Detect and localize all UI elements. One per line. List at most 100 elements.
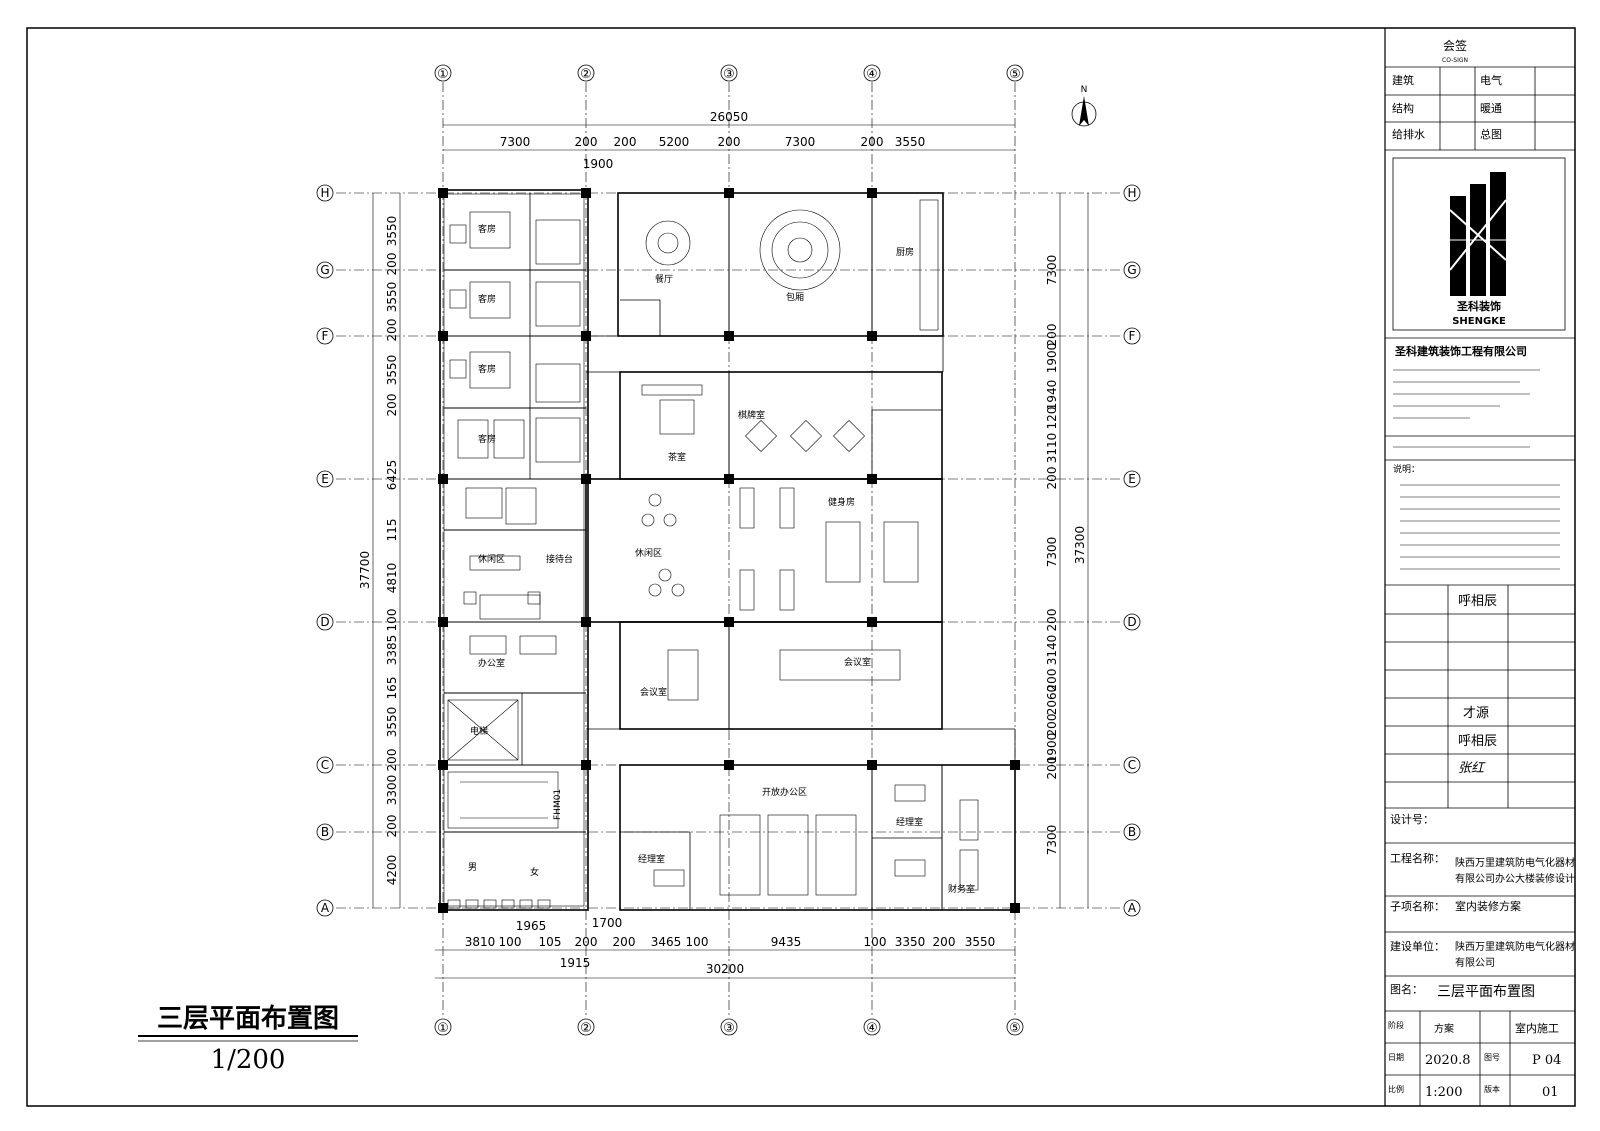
tb-notes-head: 说明： — [1393, 463, 1420, 475]
top-dimensions: 26050 7300 200 200 5200 200 7300 200 355… — [443, 110, 1015, 171]
tb-date-label: 日期 — [1388, 1053, 1404, 1062]
room-label-reception: 接待台 — [546, 553, 573, 565]
tb-scale-label: 比例 — [1388, 1084, 1404, 1094]
dim-bot-2: 100 — [499, 935, 522, 949]
dim-bot-8: 9435 — [771, 935, 802, 949]
axis-col-1-top: ① — [437, 67, 449, 82]
dim-right-9: 200 — [1045, 609, 1059, 632]
room-label-kitchen: 厨房 — [896, 246, 914, 258]
tb-row1-r: 电气 — [1480, 73, 1502, 87]
tb-project-label: 工程名称： — [1390, 851, 1445, 865]
tb-header: 会签 — [1443, 38, 1467, 53]
right-dimensions: 37300 7300 200 1900 1940 120 3110 200 73… — [1045, 193, 1089, 908]
room-label-office1: 办公室 — [478, 657, 505, 669]
axis-col-2-top: ② — [580, 67, 592, 82]
left-dimensions: 37700 3550 200 3550 200 3550 200 6425 11… — [358, 193, 401, 908]
room-label-manager2: 经理室 — [896, 816, 923, 828]
dim-left-8: 115 — [385, 519, 399, 542]
dim-left-5: 3550 — [385, 355, 399, 386]
svg-text:N: N — [1081, 85, 1088, 95]
axis-bubbles-left: H G F E D C B A — [316, 184, 334, 917]
dim-right-14: 1900 — [1045, 733, 1059, 764]
axis-row-h-right: H — [1127, 186, 1136, 200]
dim-bot-sub-c: 1915 — [560, 956, 591, 970]
tb-version-value: 01 — [1542, 1085, 1559, 1100]
room-label-chess: 棋牌室 — [738, 409, 765, 421]
dim-left-9: 4810 — [385, 563, 399, 594]
room-label-meeting-small: 会议室 — [640, 686, 667, 698]
dim-left-16: 200 — [385, 815, 399, 838]
furniture — [447, 199, 979, 909]
axis-row-e-right: E — [1128, 472, 1136, 486]
dim-left-3: 3550 — [385, 282, 399, 313]
room-label-gym: 健身房 — [828, 496, 855, 508]
dim-right-3: 1900 — [1045, 343, 1059, 374]
room-label-r4: 客房 — [478, 433, 496, 445]
outer-frame — [26, 27, 1576, 1107]
dim-bot-5: 200 — [613, 935, 636, 949]
room-label-vip: 包厢 — [786, 291, 804, 303]
tb-client-label: 建设单位： — [1390, 939, 1445, 953]
dim-bot-sub-b: 1700 — [592, 916, 623, 930]
dim-right-16: 7300 — [1045, 825, 1059, 856]
grid-lines — [336, 82, 1120, 1015]
titleblock-info: 圣科建筑装饰工程有限公司 说明： 呼相辰 才源 呼相辰 张红 设计号： 工程名称… — [1388, 344, 1575, 1100]
axis-col-3-bottom: ③ — [723, 1021, 735, 1036]
dim-right-total: 37300 — [1073, 526, 1087, 564]
tb-row2-l: 结构 — [1392, 101, 1414, 115]
bottom-dimensions: 3810 100 105 200 200 3465 100 9435 100 3… — [435, 916, 1015, 979]
tb-client-value-2: 有限公司 — [1455, 956, 1495, 969]
tb-version-label: 版本 — [1484, 1084, 1500, 1094]
tb-date-value: 2020.8 — [1425, 1053, 1471, 1068]
tb-drawing-value: 三层平面布置图 — [1437, 984, 1535, 1000]
dim-bot-9: 100 — [864, 935, 887, 949]
tb-sheet-label: 图号 — [1484, 1053, 1500, 1062]
titleblock — [1385, 66, 1575, 1106]
dim-bot-12: 3550 — [965, 935, 996, 949]
tb-stage-value: 方案 — [1434, 1022, 1454, 1035]
dim-bot-6: 3465 — [651, 935, 682, 949]
tb-row1-l: 建筑 — [1392, 73, 1414, 87]
room-label-finance: 财务室 — [948, 883, 975, 895]
dim-right-11: 200 — [1045, 669, 1059, 692]
logo-cn: 圣科装饰 — [1456, 299, 1501, 313]
axis-row-a-left: A — [321, 901, 330, 915]
dim-top-5: 200 — [718, 135, 741, 149]
room-label-r2: 客房 — [478, 293, 496, 305]
axis-row-b-left: B — [321, 825, 329, 839]
dim-left-14: 200 — [385, 749, 399, 772]
dim-bot-11: 200 — [933, 935, 956, 949]
building-walls — [439, 189, 1016, 911]
room-label-gym-rest: 休闲区 — [635, 547, 662, 559]
dim-top-4: 5200 — [659, 135, 690, 149]
dim-right-4: 1940 — [1045, 380, 1059, 411]
tb-subitem-value: 室内装修方案 — [1455, 899, 1521, 913]
room-labels: 客房 客房 客房 客房 休闲区 接待台 办公室 电梯 FHM01 男 女 餐厅 … — [468, 223, 975, 895]
tb-designer: 呼相辰 — [1458, 594, 1497, 609]
tb-row3-l: 给排水 — [1392, 127, 1425, 141]
dim-right-10: 3140 — [1045, 635, 1059, 666]
tb-drafter: 才源 — [1463, 706, 1489, 721]
axis-bubbles-right: H G F E D C B A — [1123, 184, 1141, 917]
room-label-dining: 餐厅 — [655, 273, 673, 285]
tb-checker: 呼相辰 — [1458, 734, 1497, 749]
dim-left-17: 4200 — [385, 855, 399, 886]
room-label-r1: 客房 — [478, 223, 496, 235]
dim-right-8: 7300 — [1045, 537, 1059, 568]
axis-col-5-top: ⑤ — [1009, 67, 1021, 82]
tb-scale-value: 1:200 — [1425, 1085, 1462, 1100]
dim-bot-sub-a: 1965 — [516, 919, 547, 933]
dim-bot-3: 105 — [539, 935, 562, 949]
structural-columns — [438, 188, 1020, 913]
axis-col-4-top: ④ — [866, 67, 878, 82]
dim-left-11: 3385 — [385, 635, 399, 666]
tb-company: 圣科建筑装饰工程有限公司 — [1394, 344, 1527, 358]
dim-left-4: 200 — [385, 319, 399, 342]
axis-col-4-bottom: ④ — [866, 1021, 878, 1036]
drawing-title: 三层平面布置图 — [157, 1004, 339, 1034]
dim-left-7: 6425 — [385, 460, 399, 491]
room-label-meeting-large: 会议室 — [844, 656, 871, 668]
dim-left-1: 3550 — [385, 216, 399, 247]
room-label-elev: 电梯 — [470, 725, 488, 737]
room-label-r3: 客房 — [478, 363, 496, 375]
